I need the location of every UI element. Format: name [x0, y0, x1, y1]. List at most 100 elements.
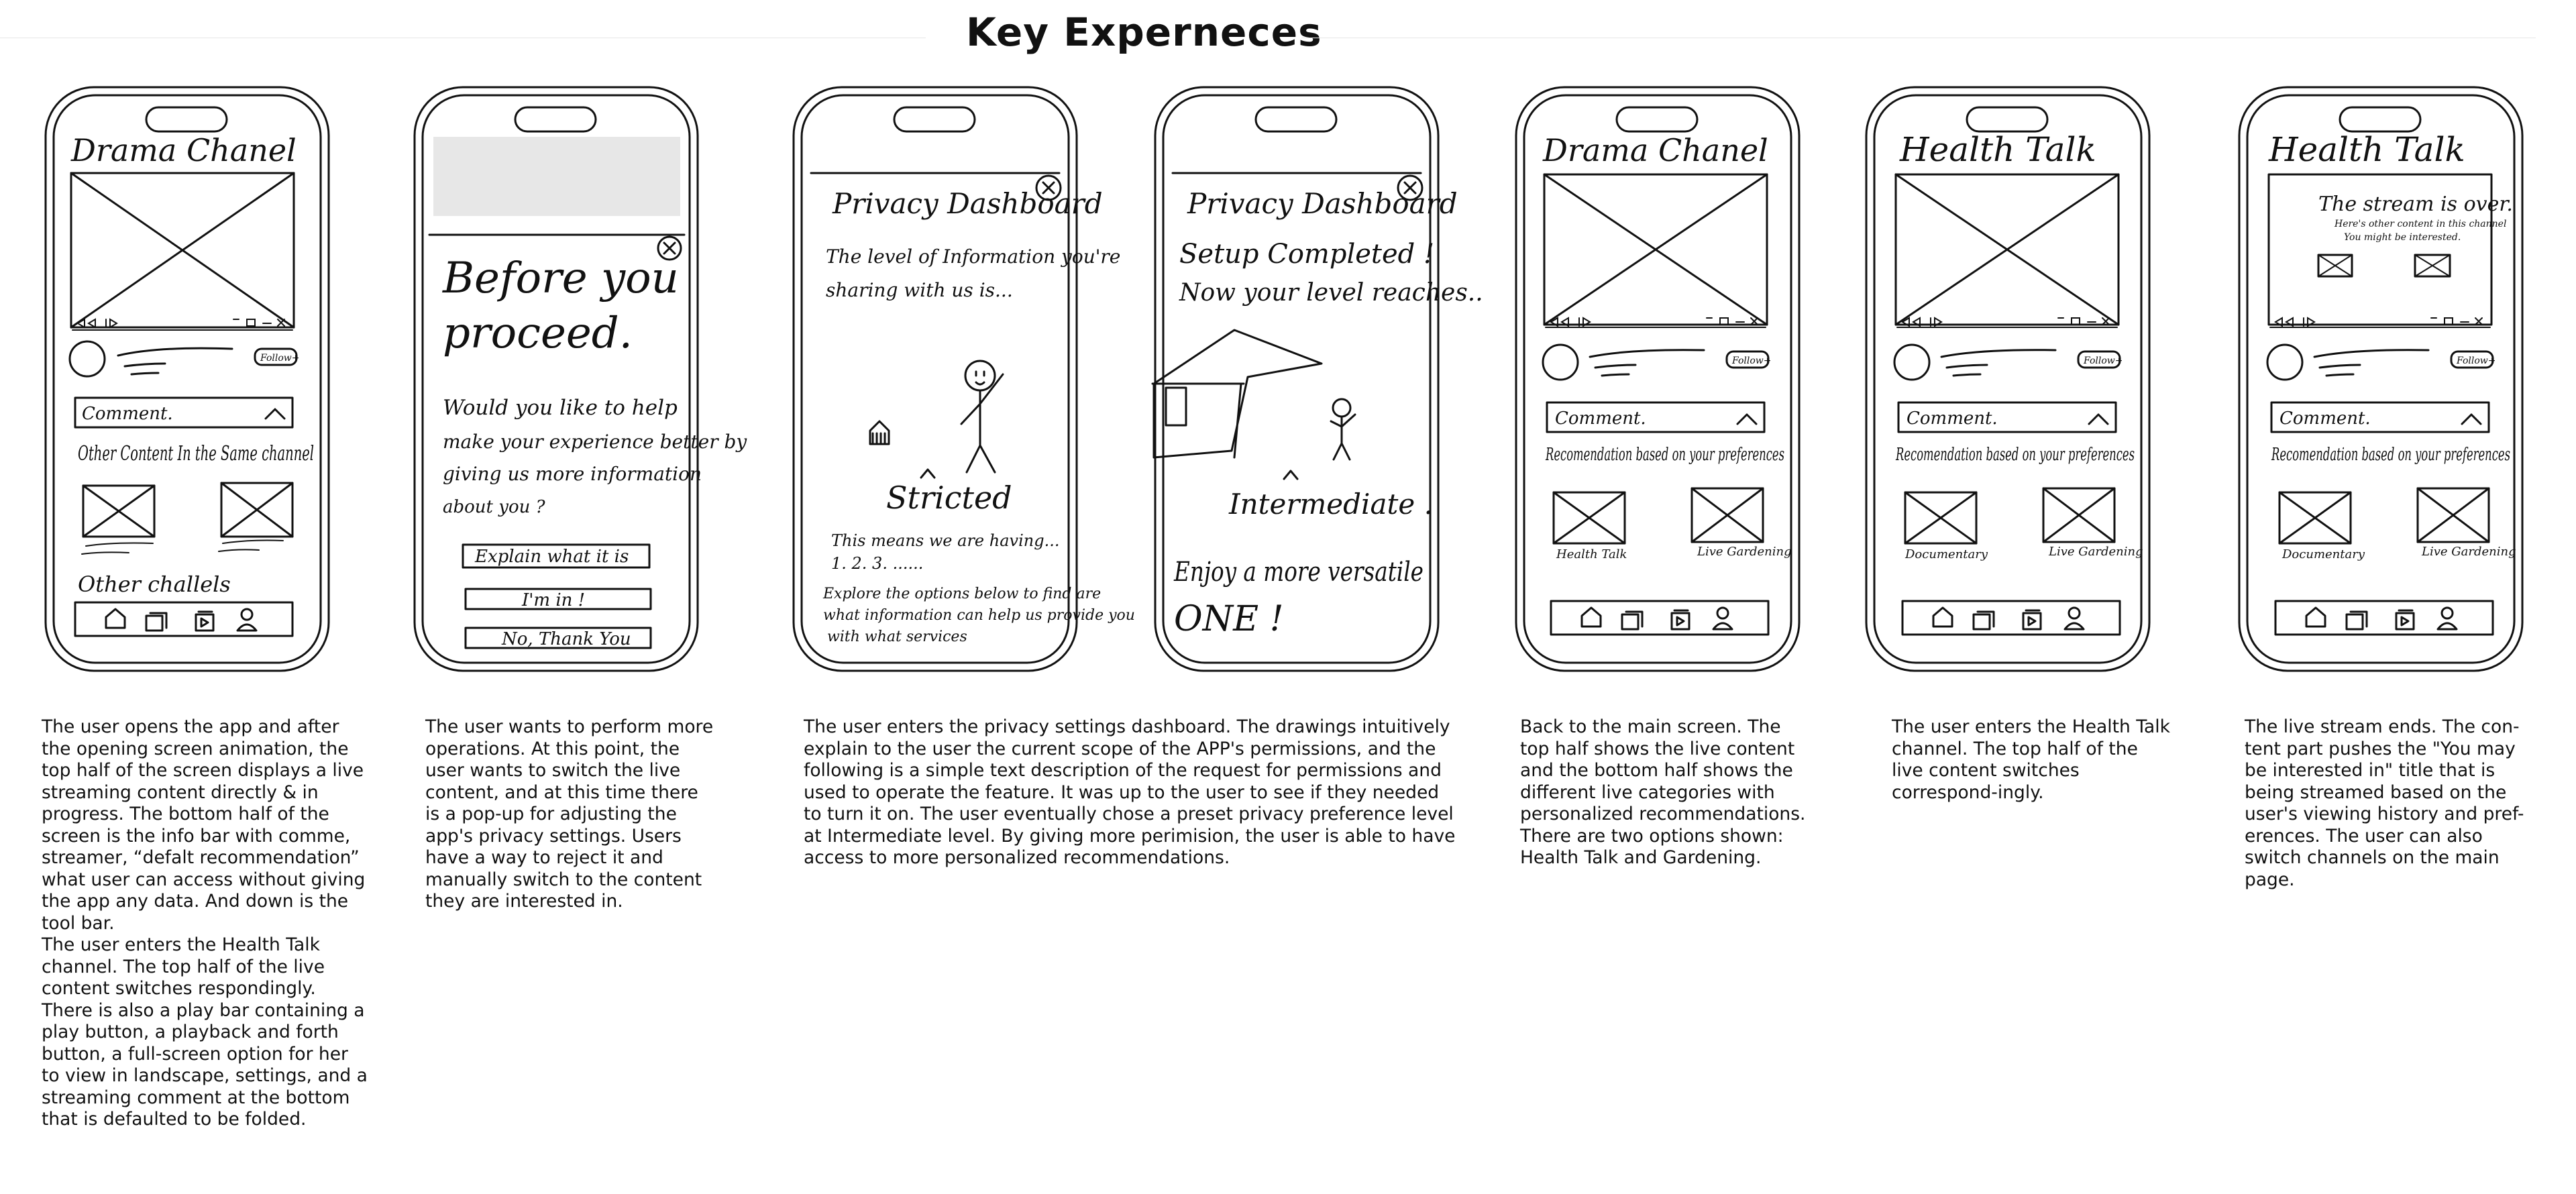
- dashboard-footer-line: what information can help us provide you: [823, 607, 1135, 624]
- svg-text:Comment.: Comment.: [1555, 409, 1646, 429]
- video-placeholder: [70, 172, 295, 331]
- stick-figure-small: [1330, 398, 1356, 461]
- close-icon: [1035, 174, 1062, 201]
- profile-icon: [1716, 606, 1729, 620]
- video-icon: [2395, 609, 2415, 631]
- home-icon: [1580, 606, 1602, 628]
- thumbnail-1: [81, 484, 156, 555]
- channel-title: Health Talk: [2268, 130, 2465, 169]
- streamer-info-row: Follow+: [1542, 343, 1771, 381]
- chevron-up-icon: [2461, 413, 2482, 425]
- svg-text:Explain what it is: Explain what it is: [474, 547, 629, 567]
- description-2: The user wants to perform more operation…: [425, 716, 716, 913]
- level-note: This means we are having...: [831, 531, 1059, 550]
- svg-text:Live Gardening: Live Gardening: [1697, 545, 1792, 559]
- large-house-icon: [1151, 329, 1323, 459]
- im-in-button: I'm in !: [464, 588, 652, 610]
- streamer-info-row: Follow+: [68, 340, 299, 378]
- tool-bar: [1550, 600, 1770, 636]
- dashboard-body-line: The level of Information you're: [826, 246, 1120, 268]
- popup-heading-line2: proceed.: [443, 309, 633, 358]
- play-bar: [76, 318, 285, 329]
- svg-text:Live Gardening: Live Gardening: [2421, 545, 2516, 559]
- channel-title: Health Talk: [1899, 130, 2096, 169]
- svg-text:Follow+: Follow+: [2083, 356, 2123, 366]
- small-house-icon: [869, 420, 890, 445]
- phone-notch: [1615, 106, 1699, 133]
- home-icon: [1932, 606, 1953, 628]
- comment-bar: Comment.: [1546, 401, 1766, 433]
- comment-bar: Comment.: [2270, 401, 2490, 433]
- thumbnail-1: Documentary: [1904, 491, 1988, 561]
- description-paragraph: The user opens the app and after the ope…: [42, 716, 366, 934]
- level-label: Intermediate .: [1228, 488, 1433, 521]
- dashboard-footer-line: Explore the options below to find are: [822, 586, 1101, 602]
- profile-icon: [2440, 606, 2454, 620]
- thumbnail-2: [218, 482, 294, 552]
- phone-screen-5: Drama Chanel Follow+ Comment. Recomendat…: [1515, 86, 1801, 672]
- description-paragraph: The user wants to perform more operation…: [425, 716, 714, 912]
- follow-button: [1725, 350, 1770, 369]
- phone-notch: [2339, 106, 2422, 133]
- chevron-up-icon: [264, 408, 286, 420]
- thumbnail-2: Live Gardening: [1690, 487, 1792, 559]
- phone-notch: [1966, 106, 2049, 133]
- popup-heading-line1: Before you: [442, 254, 679, 303]
- section-label: Recomendation based on your preferences: [1895, 445, 2135, 465]
- description-paragraph: The user enters the Health Talk channel.…: [1892, 716, 2170, 803]
- tool-bar: [74, 601, 294, 637]
- svg-text:Documentary: Documentary: [1904, 547, 1988, 561]
- phone-screen-4: Privacy Dashboard Setup Completed ! Now …: [1151, 86, 1483, 672]
- streamer-info-row: Follow+: [2266, 343, 2496, 381]
- svg-text:Comment.: Comment.: [1907, 409, 1998, 429]
- avatar: [68, 340, 106, 378]
- phone-screen-7: Health Talk The stream is over. Here's o…: [2238, 86, 2524, 672]
- blurred-video-area: [433, 137, 680, 216]
- level-note-list: 1. 2. 3. ......: [831, 554, 923, 573]
- avatar: [1542, 343, 1579, 381]
- follow-button: [254, 347, 298, 366]
- tool-bar: [2274, 600, 2494, 636]
- phone-notch: [514, 106, 597, 133]
- dashboard-body-line: sharing with us is...: [826, 279, 1013, 301]
- thumbnail-1: Documentary: [2278, 491, 2365, 561]
- chevron-up-icon: [2088, 413, 2109, 425]
- home-icon: [105, 608, 126, 629]
- thumbnail-2: Live Gardening: [2042, 487, 2143, 559]
- svg-text:I'm in !: I'm in !: [521, 590, 585, 610]
- popup-body-line: Would you like to help: [443, 396, 678, 420]
- video-placeholder: [1543, 173, 1768, 328]
- popup-close-icon: [657, 235, 682, 261]
- streamer-info-row: Follow+: [1893, 343, 2123, 381]
- description-paragraph: The user enters the privacy settings das…: [804, 716, 1456, 868]
- section-label-2: Other challels: [78, 572, 231, 597]
- popup-body-line: make your experience better by: [443, 431, 747, 453]
- phone-notch: [893, 106, 976, 133]
- phone-notch: [1254, 106, 1338, 133]
- follow-button: [2450, 350, 2494, 369]
- profile-icon: [240, 608, 254, 621]
- home-icon: [2305, 606, 2326, 628]
- svg-text:No, Thank You: No, Thank You: [501, 629, 631, 649]
- popup-body-line: giving us more information: [443, 463, 702, 485]
- dashboard-footer-line: ONE !: [1174, 599, 1284, 639]
- phone-screen-6: Health Talk Follow+ Comment. Recomendati…: [1865, 86, 2151, 672]
- phone-screen-3: Privacy Dashboard The level of Informati…: [792, 86, 1135, 672]
- tool-bar: [1901, 600, 2121, 636]
- dashboard-footer-line: with what services: [827, 629, 967, 645]
- svg-text:Health Talk: Health Talk: [1556, 547, 1627, 561]
- description-paragraph: The live stream ends. The con-tent part …: [2245, 716, 2524, 890]
- video-placeholder: [1894, 173, 2120, 328]
- svg-text:Follow+: Follow+: [1731, 356, 1771, 366]
- svg-text:Here's other content in this c: Here's other content in this channel: [2334, 219, 2506, 229]
- description-3: The user enters the privacy settings das…: [804, 716, 1456, 869]
- svg-text:Documentary: Documentary: [2282, 547, 2365, 561]
- comment-bar: Comment.: [74, 396, 294, 429]
- description-paragraph: Back to the main screen. The top half sh…: [1520, 716, 1806, 868]
- description-paragraph: The user enters the Health Talk channel.…: [42, 934, 368, 1130]
- video-icon: [195, 610, 215, 632]
- section-label: Recomendation based on your preferences: [1545, 445, 1784, 465]
- stream-over-popup: The stream is over. Here's other content…: [2267, 173, 2513, 328]
- thumbnail-1: Health Talk: [1552, 491, 1627, 561]
- chevron-up-icon: [1736, 413, 1758, 425]
